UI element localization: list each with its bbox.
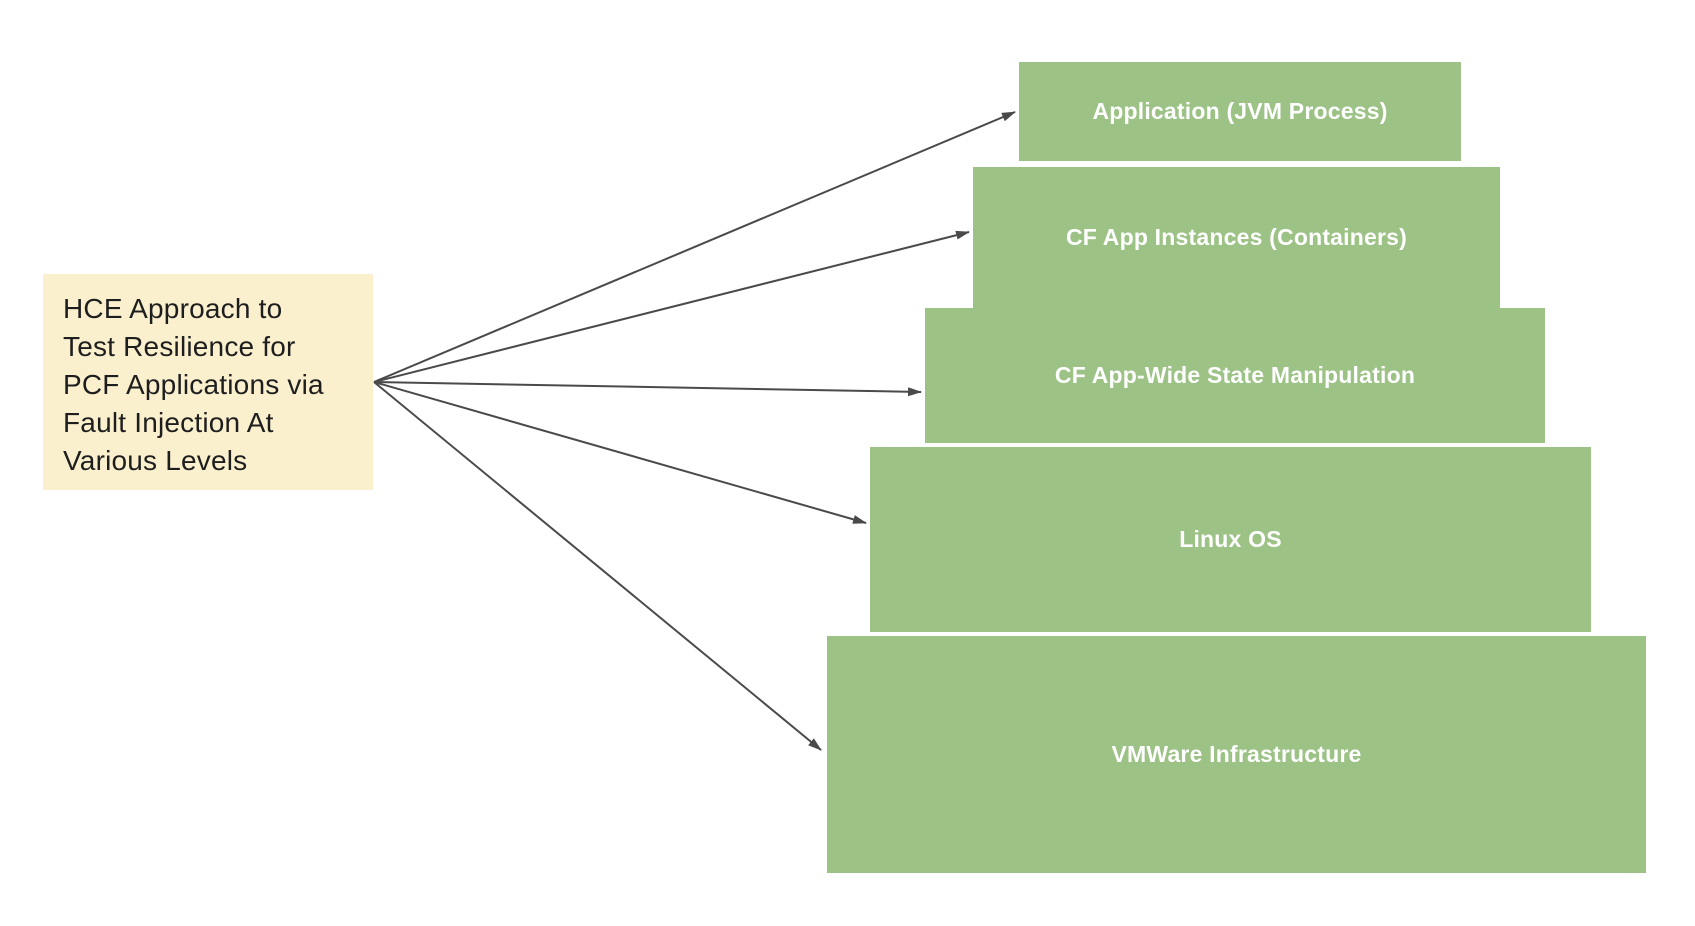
level-box-vmware-infrastructure: VMWare Infrastructure: [827, 636, 1646, 873]
level-box-cf-app-wide-state: CF App-Wide State Manipulation: [925, 308, 1545, 443]
level-label: VMWare Infrastructure: [1111, 741, 1362, 767]
level-label: CF App-Wide State Manipulation: [1054, 362, 1416, 388]
level-label: Application (JVM Process): [1092, 98, 1388, 124]
level-box-application: Application (JVM Process): [1019, 62, 1461, 161]
level-label: Linux OS: [1179, 526, 1282, 552]
arrow-to-linux-os: [373, 381, 867, 524]
arrow-to-application: [373, 111, 1016, 383]
note-hce-approach: HCE Approach to Test Resilience for PCF …: [43, 274, 373, 490]
level-box-cf-app-instances: CF App Instances (Containers): [973, 167, 1500, 308]
level-box-linux-os: Linux OS: [870, 447, 1591, 632]
level-label: CF App Instances (Containers): [1065, 224, 1408, 250]
arrow-to-cf-app-instances: [373, 230, 970, 383]
arrow-to-vmware-infrastructure: [373, 381, 822, 751]
arrow-to-cf-app-wide-state: [373, 381, 922, 397]
